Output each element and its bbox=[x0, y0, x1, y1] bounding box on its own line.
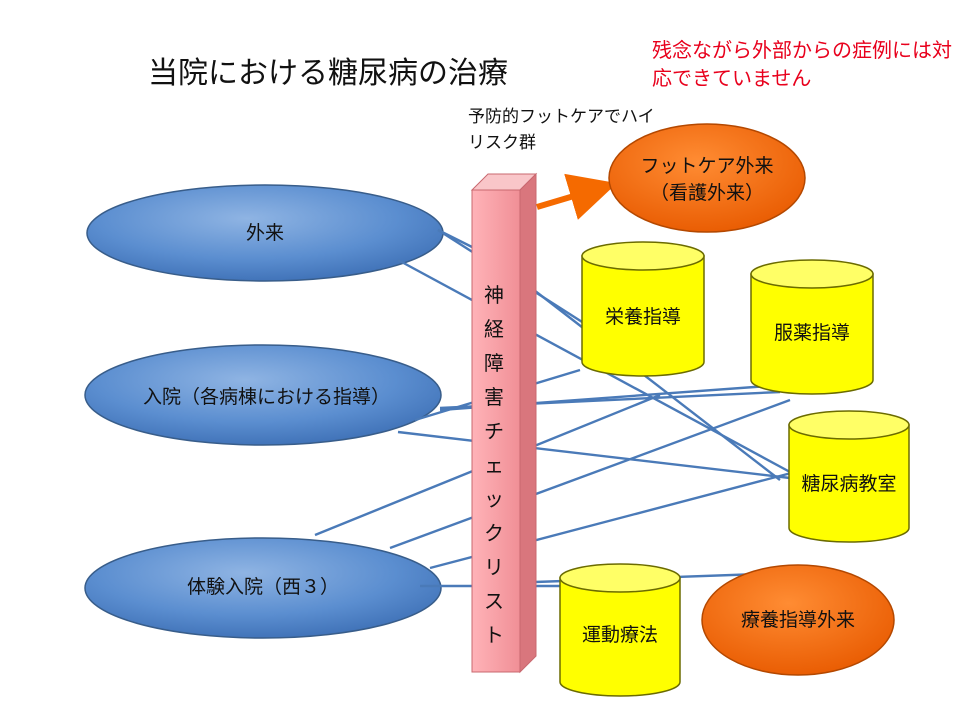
checklist-label: 神経障害チェックリスト bbox=[484, 283, 504, 647]
care-clinic-node bbox=[701, 564, 895, 676]
exercise-label: 運動療法 bbox=[581, 623, 658, 646]
footcare-arrow bbox=[536, 173, 617, 220]
footcare-caption: 予防的フットケアでハイリスク群 bbox=[468, 107, 655, 153]
inpatient-node bbox=[84, 344, 442, 446]
footcare-clinic-node bbox=[608, 123, 806, 233]
care-clinic-label: 療養指導外来 bbox=[740, 608, 855, 631]
medication-label: 服薬指導 bbox=[773, 321, 850, 344]
inpatient-label: 入院（各病棟における指導） bbox=[143, 385, 391, 408]
diabetes-class-cylinder bbox=[788, 410, 910, 543]
external-cases-note: 残念ながら外部からの症例には対応できていません bbox=[652, 38, 952, 90]
page-title: 当院における糖尿病の治療 bbox=[148, 56, 508, 91]
trial-admission-label: 体験入院（西３） bbox=[186, 575, 339, 598]
footcare-clinic-label: フットケア外来（看護外来） bbox=[640, 155, 774, 204]
trial-admission-node bbox=[84, 537, 442, 639]
nutrition-cylinder bbox=[581, 241, 705, 377]
nutrition-label: 栄養指導 bbox=[604, 305, 681, 328]
checklist-bar bbox=[470, 172, 538, 674]
outpatient-label: 外来 bbox=[245, 221, 284, 244]
diabetes-class-label: 糖尿病教室 bbox=[801, 472, 897, 495]
exercise-cylinder bbox=[559, 563, 681, 697]
medication-cylinder bbox=[750, 259, 874, 395]
